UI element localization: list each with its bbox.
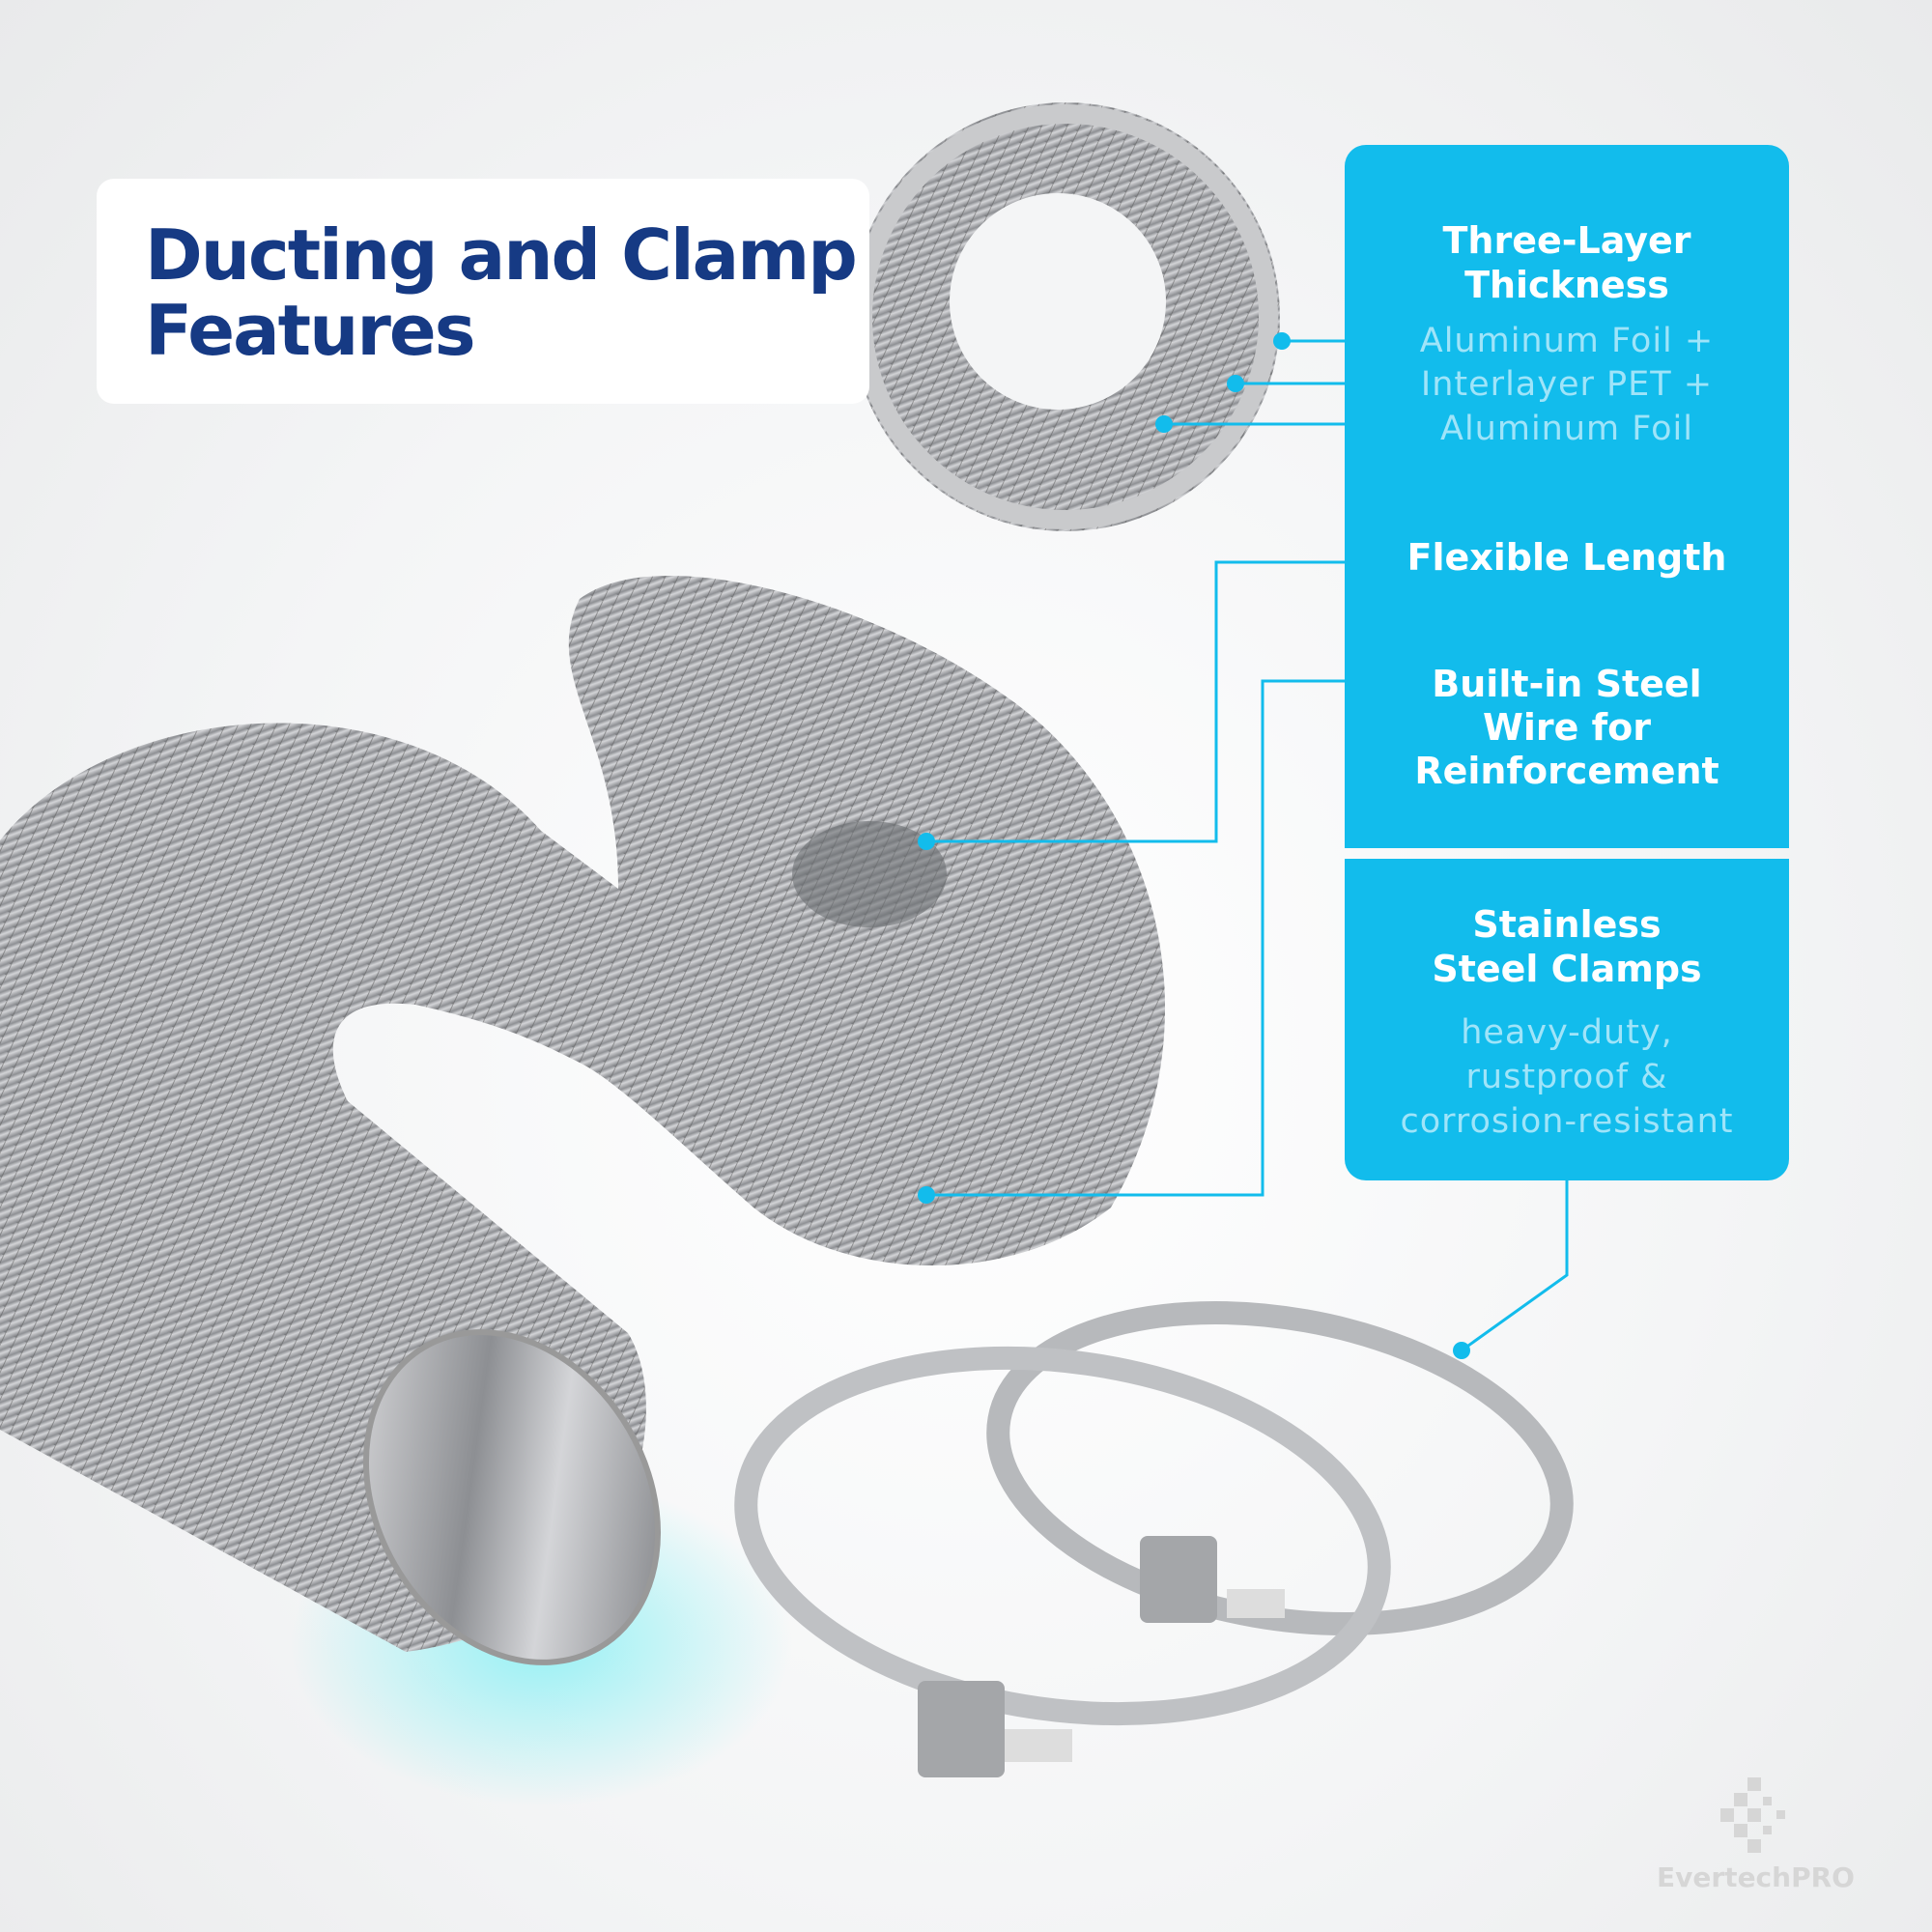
duct-cross-section-image [851,102,1280,531]
feature-three-layer-sub-2: Interlayer PET + [1420,365,1714,404]
feature-clamps-heading-1: Stainless [1472,903,1662,946]
flexible-duct-image [0,576,1166,1665]
title-line-2: Features [145,290,476,371]
brand-name: EvertechPRO [1657,1861,1855,1893]
feature-three-layer-sub-3: Aluminum Foil [1440,410,1693,448]
feature-clamps-heading-2: Steel Clamps [1432,948,1702,990]
feature-clamps-sub-3: corrosion-resistant [1400,1102,1734,1141]
brand-logo-icon [1720,1777,1786,1853]
clamps-panel: Stainless Steel Clamps heavy-duty, rustp… [1345,859,1789,1180]
feature-three-layer-heading-2: Thickness [1464,264,1669,306]
features-panel: Three-Layer Thickness Aluminum Foil + In… [1345,145,1789,848]
feature-steel-wire-heading-3: Reinforcement [1414,750,1719,792]
steel-clamps-image [734,1300,1574,1777]
callout-lines [926,339,1569,1352]
feature-flexible-length: Flexible Length [1406,536,1727,579]
feature-three-layer-heading-1: Three-Layer [1442,219,1691,262]
brand-logo: EvertechPRO [1657,1777,1855,1893]
feature-clamps-sub-2: rustproof & [1465,1058,1668,1096]
feature-steel-wire-heading-1: Built-in Steel [1432,663,1702,705]
feature-steel-wire-heading-2: Wire for [1482,706,1652,749]
callout-dots [918,332,1470,1359]
title-line-1: Ducting and Clamp [145,214,858,296]
title-card: Ducting and Clamp Features [97,179,869,404]
feature-clamps-sub-1: heavy-duty, [1461,1013,1673,1052]
feature-three-layer-sub-1: Aluminum Foil + [1419,322,1715,360]
page-title: Ducting and Clamp Features [145,214,858,371]
